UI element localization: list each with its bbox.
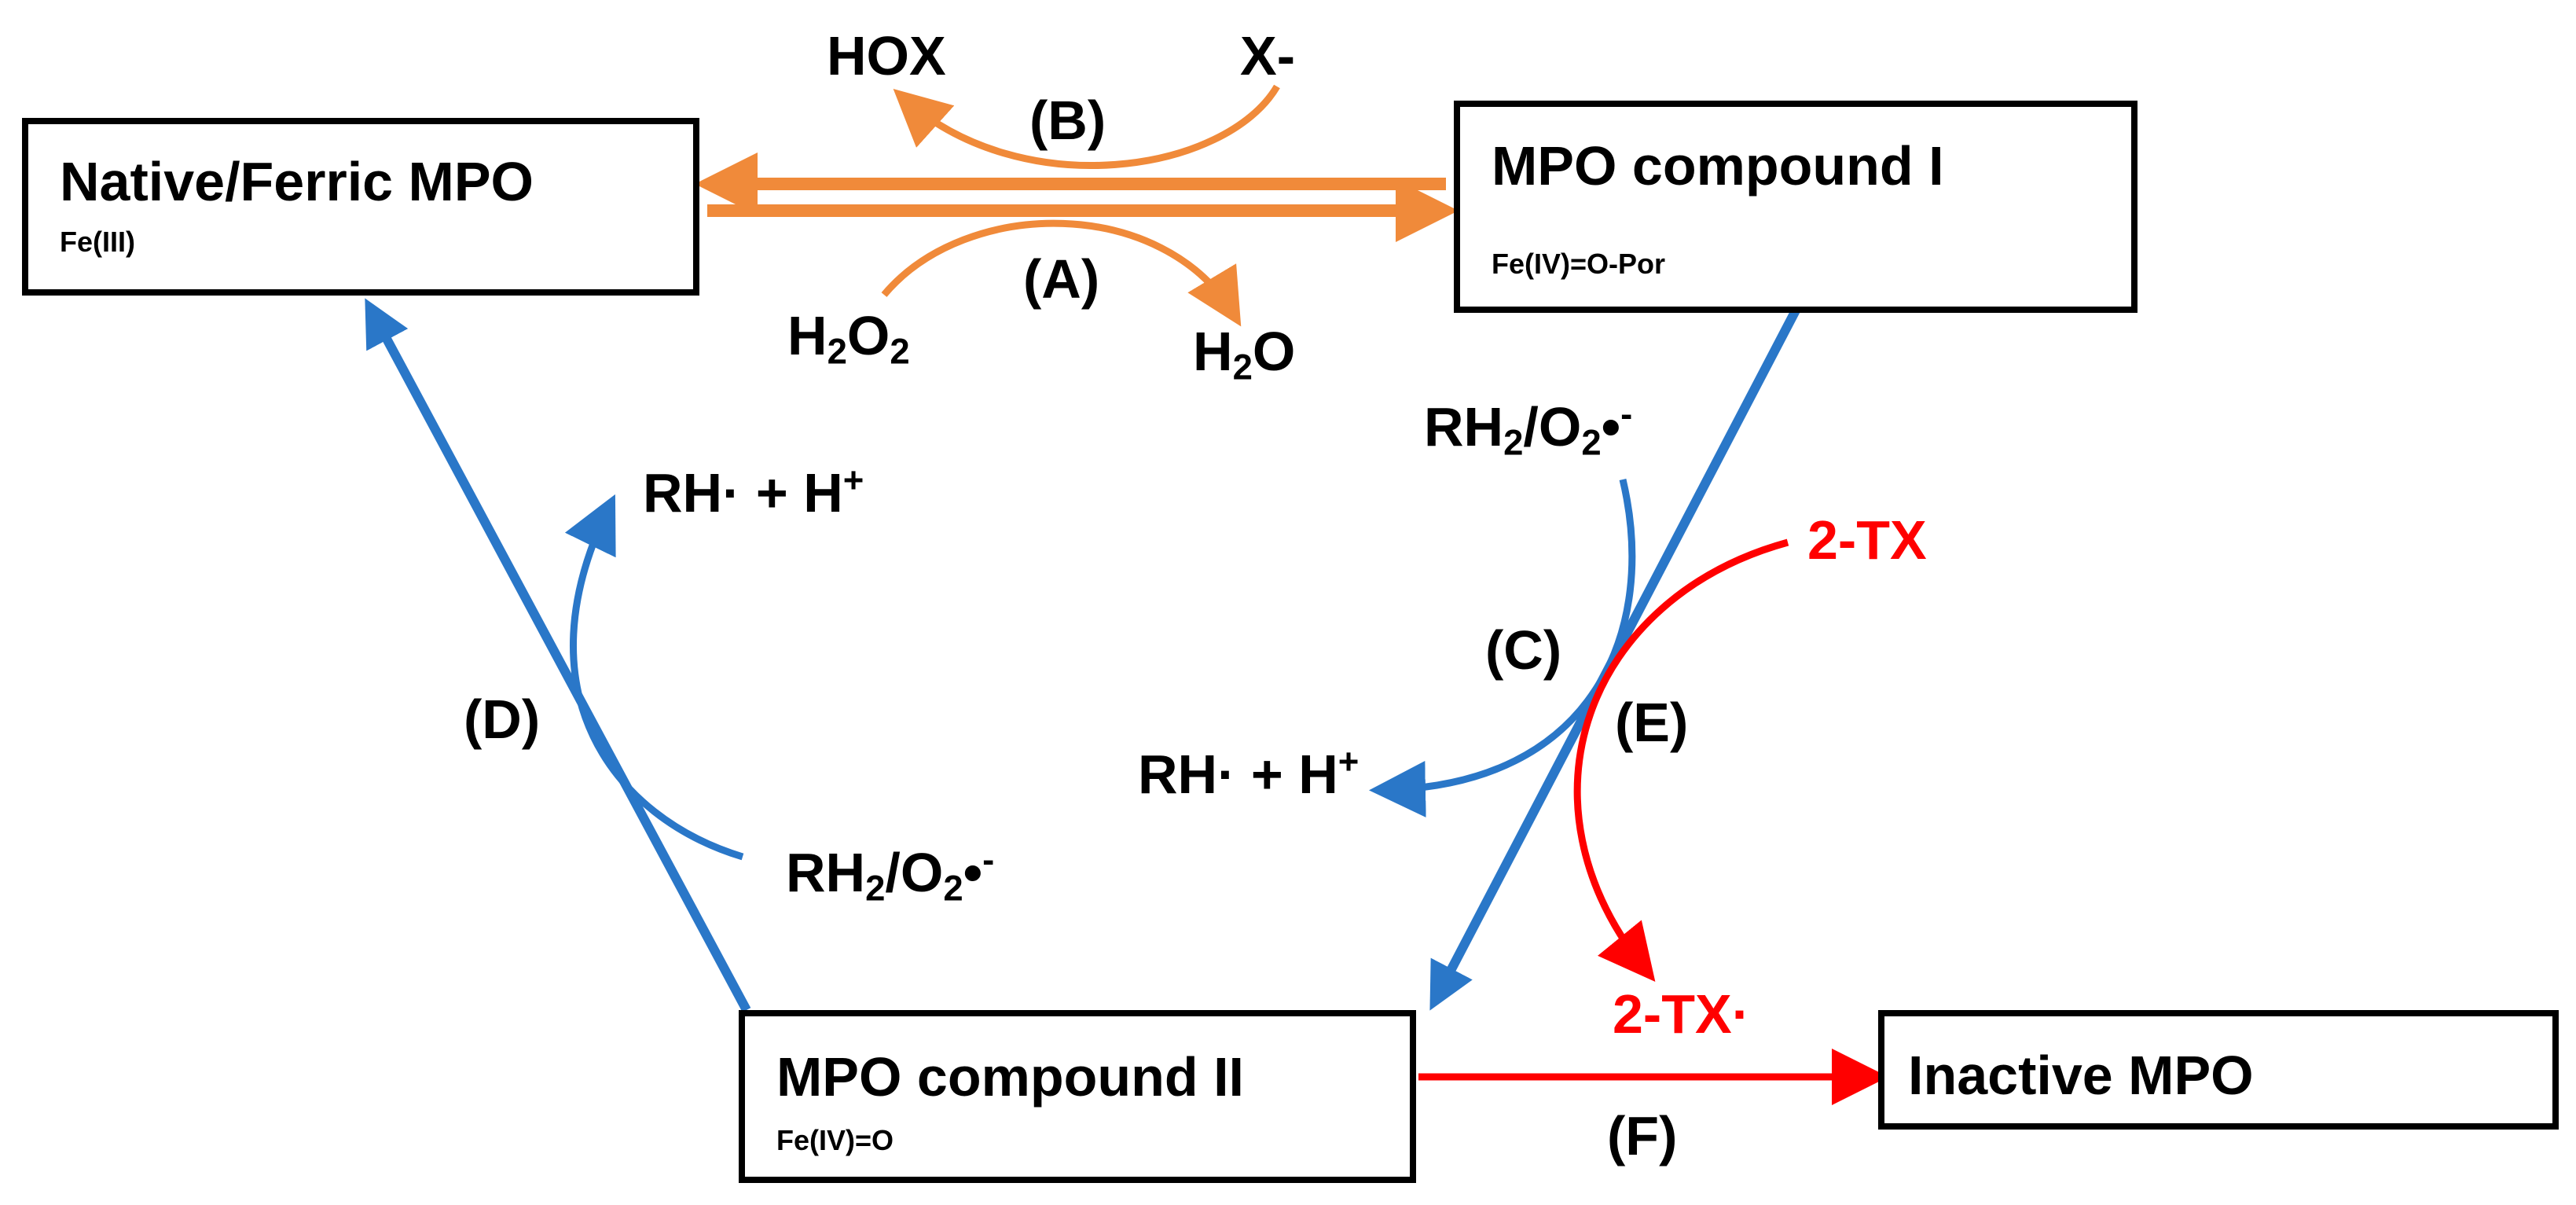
curve-e	[1573, 538, 1789, 982]
species-rh-h-plus-c: RH· + H+	[1138, 740, 1360, 805]
species-h2o2: H2O2	[787, 305, 910, 372]
species-2-tx-radical: 2-TX·	[1613, 983, 1750, 1045]
species-h2o: H2O	[1193, 321, 1296, 388]
species-x-minus: X-	[1240, 25, 1295, 86]
arrow-d	[365, 298, 751, 1012]
step-label-c: (C)	[1485, 619, 1562, 681]
box-state: Fe(III)	[60, 226, 135, 258]
box-title: Inactive MPO	[1908, 1045, 2254, 1106]
mpo-compound-1-box: MPO compound I Fe(IV)=O-Por	[1454, 101, 2137, 313]
step-label-a: (A)	[1023, 248, 1100, 310]
curve-c	[1369, 478, 1636, 817]
box-title: MPO compound I	[1492, 135, 1944, 197]
curve-b	[893, 84, 1280, 170]
box-title: MPO compound II	[776, 1046, 1244, 1108]
mpo-compound-2-box: MPO compound II Fe(IV)=O	[739, 1010, 1416, 1183]
curve-d	[564, 494, 744, 861]
species-rh2-o2-superoxide-c: RH2/O2•-	[1424, 393, 1633, 463]
native-ferric-mpo-box: Native/Ferric MPO Fe(III)	[22, 118, 699, 296]
step-label-d: (D)	[464, 689, 541, 750]
inactive-mpo-box: Inactive MPO	[1878, 1010, 2559, 1130]
box-title: Native/Ferric MPO	[60, 151, 534, 212]
species-rh-h-plus-d: RH· + H+	[643, 459, 864, 524]
species-rh2-o2-superoxide-d: RH2/O2•-	[786, 839, 995, 909]
species-2-tx: 2-TX	[1807, 509, 1927, 571]
step-label-f: (F)	[1607, 1105, 1678, 1166]
step-label-b: (B)	[1029, 90, 1106, 151]
box-state: Fe(IV)=O	[776, 1124, 894, 1156]
curve-a	[881, 219, 1242, 327]
species-hox: HOX	[827, 25, 946, 86]
box-state: Fe(IV)=O-Por	[1492, 248, 1666, 280]
step-label-e: (E)	[1615, 692, 1689, 753]
